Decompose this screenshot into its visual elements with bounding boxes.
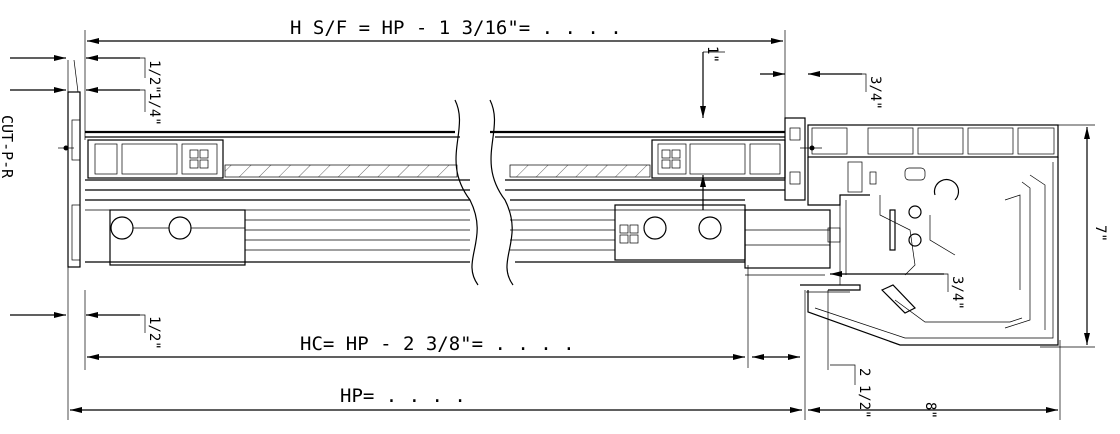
quarter-inch-label: 1/4" [146,92,162,126]
two-half-label: 2 1/2" [856,368,872,419]
side-cut-label: CUT-P-R [0,115,16,179]
dimension-lines [10,30,1095,420]
half-inch-bottom-label: 1/2" [146,316,162,350]
seven-inch-label: 7" [1092,225,1108,242]
left-jamb [58,59,81,268]
eight-inch-label: 8" [922,402,938,419]
hc-dimension-label: HC= HP - 2 3/8"= . . . . [300,333,575,355]
half-inch-top-label: 1/2" [146,60,162,94]
one-inch-label: 1" [704,46,720,63]
right-frame-section [784,117,1059,346]
hp-dimension-label: HP= . . . . [340,385,466,407]
upper-sash [85,99,786,286]
hsf-dimension-label: H S/F = HP - 1 3/16"= . . . . [290,17,622,39]
head-track [85,175,841,276]
three-quarter-top-label: 3/4" [867,76,883,110]
three-quarter-mid-label: 3/4" [949,276,965,310]
